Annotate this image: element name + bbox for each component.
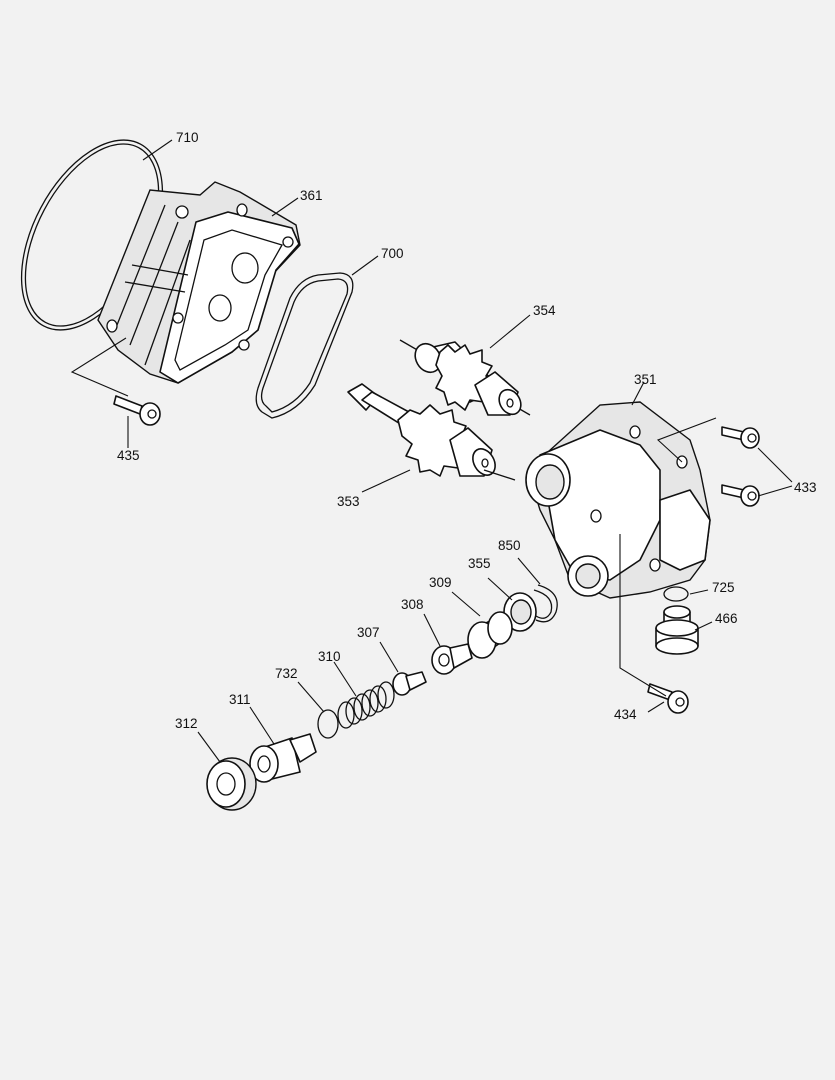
callout-850: 850 <box>498 538 521 553</box>
callout-labels: 710 361 700 354 351 433 435 353 850 355 … <box>117 130 817 731</box>
callout-309: 309 <box>429 575 452 590</box>
callout-354: 354 <box>533 303 556 318</box>
callout-311: 311 <box>229 692 251 707</box>
callout-353: 353 <box>337 494 360 509</box>
part-311-plug <box>249 733 317 783</box>
part-361-cover <box>97 181 301 384</box>
part-354-gear <box>399 339 531 416</box>
callout-725: 725 <box>712 580 735 595</box>
callout-312: 312 <box>175 716 198 731</box>
part-308-valve <box>431 643 473 675</box>
part-312-nut <box>206 757 257 811</box>
callout-434: 434 <box>614 707 637 722</box>
callout-700: 700 <box>381 246 404 261</box>
callout-361: 361 <box>300 188 323 203</box>
part-850-snap-ring <box>533 584 558 623</box>
callout-351: 351 <box>634 372 657 387</box>
callout-732: 732 <box>275 666 298 681</box>
part-310-spring <box>337 681 395 729</box>
callout-355: 355 <box>468 556 491 571</box>
callout-307: 307 <box>357 625 380 640</box>
callout-310: 310 <box>318 649 341 664</box>
part-353-drive-gear <box>347 383 516 481</box>
part-307-valve <box>392 671 427 696</box>
part-725-o-ring <box>663 586 689 602</box>
part-700-gasket <box>255 272 354 419</box>
callout-433: 433 <box>794 480 817 495</box>
leader-lines <box>70 139 793 763</box>
callout-308: 308 <box>401 597 424 612</box>
part-351-pump-body <box>525 401 711 599</box>
part-435-bolt <box>113 395 161 426</box>
part-466-plug <box>655 605 699 655</box>
callout-435: 435 <box>117 448 140 463</box>
callout-466: 466 <box>715 611 738 626</box>
part-309-sleeve <box>467 611 513 659</box>
part-433-bolts <box>721 426 760 507</box>
callout-710: 710 <box>176 130 199 145</box>
part-732-o-ring <box>317 709 339 739</box>
